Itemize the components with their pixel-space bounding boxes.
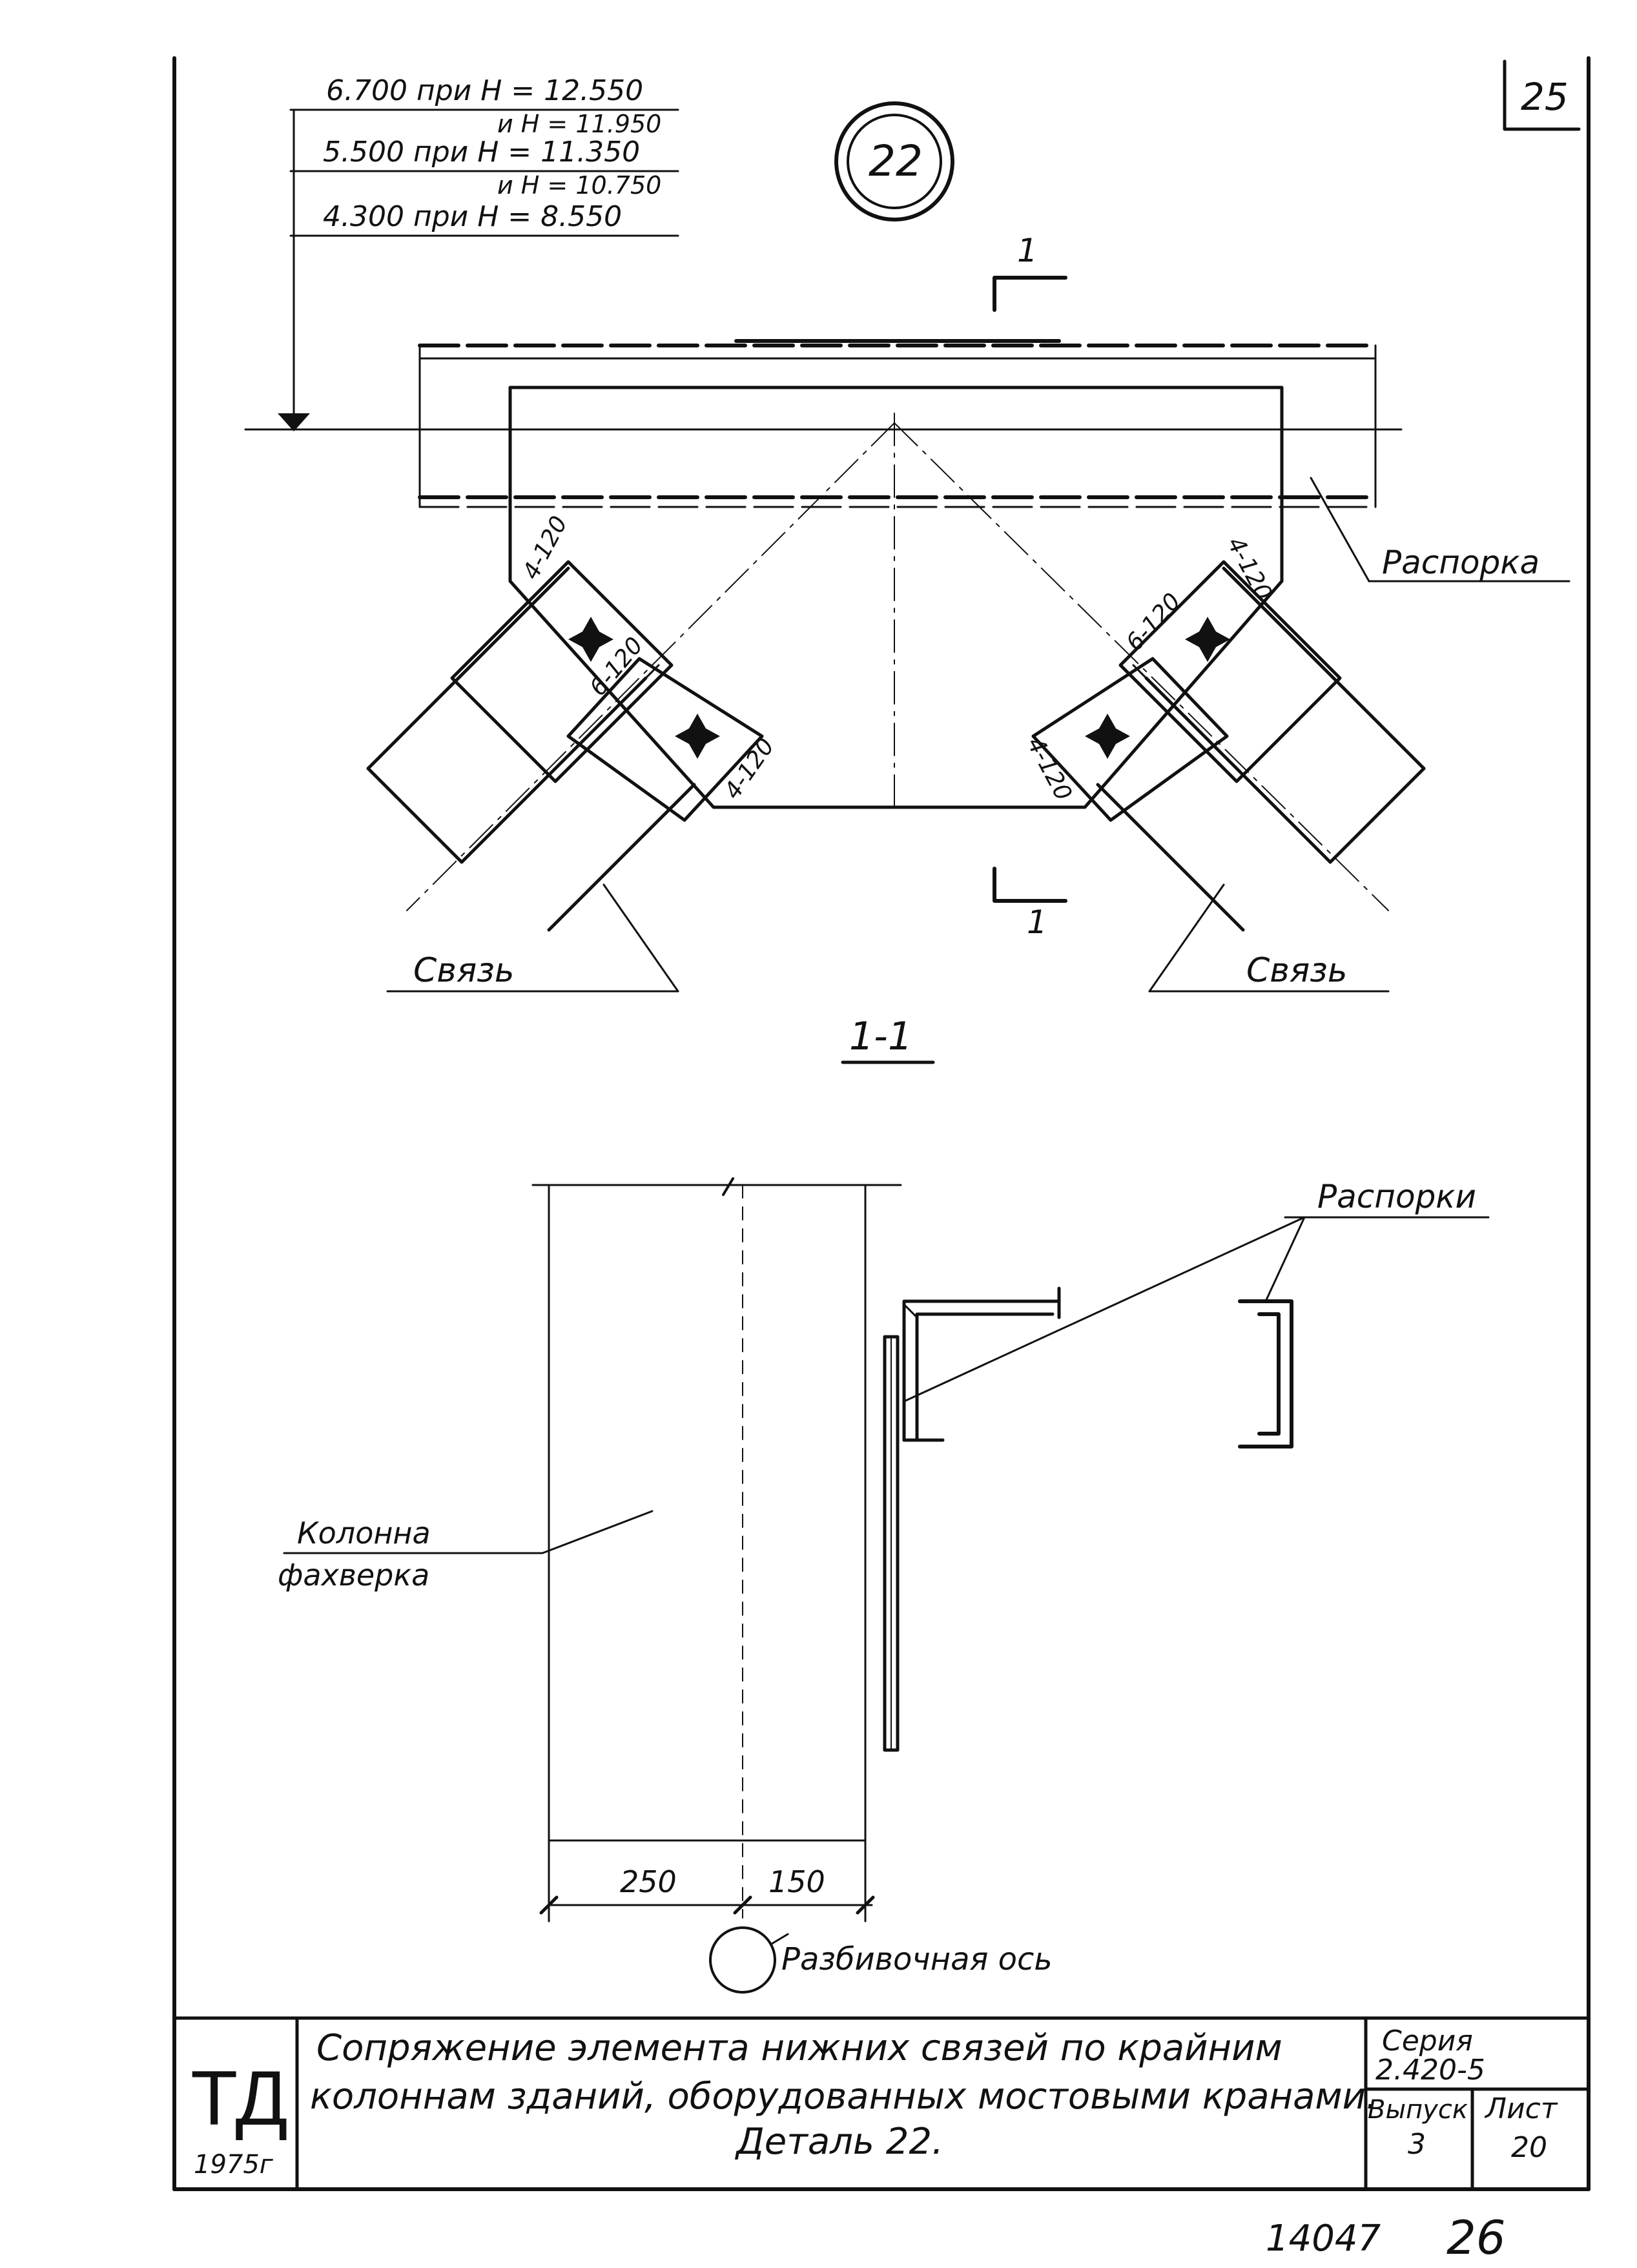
section-cut-bottom-label: 1 xyxy=(1027,903,1047,941)
elevation-line-3b: 4.300 при H = 8.550 xyxy=(323,200,622,233)
issue-label: Выпуск xyxy=(1368,2095,1468,2125)
brace-right-label: Связь xyxy=(1246,951,1348,990)
section-view: Распорки Колонна фахверка 250 150 Разбив… xyxy=(278,1177,1490,1994)
axis-label: Разбивочная ось xyxy=(781,1941,1053,1977)
column-outline xyxy=(531,1177,902,1874)
weld-label: 6-120 xyxy=(1121,588,1186,656)
logo: ТД xyxy=(190,2055,288,2141)
title-year: 1975г xyxy=(194,2150,274,2180)
struts-label: Распорки xyxy=(1317,1178,1476,1215)
weld-label: 4-120 xyxy=(719,734,780,804)
bolt-icons xyxy=(568,617,1230,759)
bolt-icon xyxy=(568,617,613,662)
detail-marker: 22 xyxy=(834,101,954,222)
title-line-3: Деталь 22. xyxy=(734,2121,943,2163)
section-cut-top: 1 xyxy=(993,232,1067,312)
axis-bubble xyxy=(709,1926,776,1994)
elevation-line-2b: 5.500 при H = 11.350 xyxy=(323,136,640,169)
brace-right xyxy=(1031,560,1426,932)
drawing-frame xyxy=(172,56,1591,2191)
dimension-line xyxy=(539,1871,875,1923)
bolt-icon xyxy=(1085,714,1130,759)
sheet-label: Лист xyxy=(1484,2092,1558,2125)
page-number: 25 xyxy=(1521,75,1569,119)
bolt-icon xyxy=(1185,617,1230,662)
footer-page: 26 xyxy=(1447,2211,1506,2265)
elevation-notes: 6.700 при H = 12.550 и H = 11.950 5.500 … xyxy=(244,74,1403,431)
elevation-line-3a: и H = 10.750 xyxy=(497,171,661,200)
column-label-line2: фахверка xyxy=(278,1558,429,1593)
column-label-line1: Колонна xyxy=(297,1516,431,1551)
strut-channel xyxy=(1238,1299,1293,1448)
brace-left xyxy=(366,560,764,932)
bolt-icon xyxy=(675,714,720,759)
section-cut-top-label: 1 xyxy=(1017,232,1038,269)
elevation-line-1: 6.700 при H = 12.550 xyxy=(326,74,643,107)
title-line-1: Сопряжение элемента нижних связей по кра… xyxy=(316,2027,1282,2069)
sheet-value: 20 xyxy=(1511,2131,1547,2164)
brace-left-label: Связь xyxy=(413,951,515,990)
level-marker-icon xyxy=(278,413,310,431)
series-label: Серия xyxy=(1382,2025,1473,2057)
section-cut-bottom: 1 xyxy=(993,867,1067,941)
series-value: 2.420-5 xyxy=(1375,2054,1485,2087)
strut-label: Распорка xyxy=(1382,544,1539,581)
strut-beam xyxy=(418,339,1377,508)
dimension-right: 150 xyxy=(768,1864,825,1899)
title-line-2: колоннам зданий, оборудованных мостовыми… xyxy=(310,2076,1377,2118)
plan-view: 4-120 6-120 4-120 4-120 6-120 4-120 Расп… xyxy=(366,339,1570,993)
section-title: 1-1 xyxy=(841,1014,935,1064)
dimension-left: 250 xyxy=(620,1864,677,1899)
elevation-line-2a: и H = 11.950 xyxy=(497,110,661,138)
weld-label: 4-120 xyxy=(1022,733,1076,805)
page-number-box: 25 xyxy=(1503,59,1581,131)
footer-number: 14047 xyxy=(1266,2218,1381,2260)
issue-value: 3 xyxy=(1408,2128,1426,2161)
section-title-text: 1-1 xyxy=(849,1014,912,1059)
detail-number: 22 xyxy=(869,136,923,186)
title-block: ТД 1975г Сопряжение элемента нижних связ… xyxy=(172,2016,1591,2191)
connection-plate xyxy=(883,1286,1061,1752)
gusset-plate xyxy=(508,386,1284,809)
